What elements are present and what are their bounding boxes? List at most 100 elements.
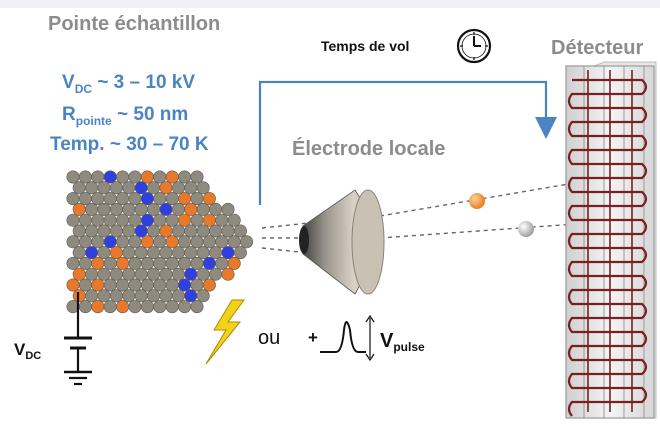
atom [97,224,111,238]
atom [85,202,99,216]
atom [134,202,148,216]
atom [78,213,92,227]
atom [103,192,117,206]
atom [221,202,235,216]
atom [116,213,130,227]
detector-title: Détecteur [551,37,644,59]
atom [147,224,161,238]
atom [116,170,130,184]
atom [116,300,130,314]
ion-orange [469,193,485,209]
atom [66,256,80,270]
atom [215,235,229,249]
atom [116,278,130,292]
atom [103,170,117,184]
atom [140,213,154,227]
atom [109,267,123,281]
atom [190,235,204,249]
atom [91,235,105,249]
vdc-range: VDC ~ 3 – 10 kV [62,72,195,96]
atom [72,267,86,281]
atom [178,235,192,249]
atom [159,202,173,216]
atom [134,181,148,195]
atom [171,289,185,303]
vdc-supply-label: VDC [14,340,41,362]
atom [184,181,198,195]
atom [233,224,247,238]
atom [227,235,241,249]
atom [227,256,241,270]
atom [221,224,235,238]
atom [140,256,154,270]
atom [165,192,179,206]
atom [178,170,192,184]
atom [72,289,86,303]
atom [184,267,198,281]
atom [128,278,142,292]
vdc-supply-symbol: V [14,340,26,359]
atom [85,267,99,281]
atom [128,235,142,249]
atom [153,235,167,249]
atom [159,224,173,238]
atom [221,246,235,260]
atom [97,202,111,216]
atom [153,192,167,206]
atom [109,202,123,216]
time-of-flight-path [258,80,557,205]
atom [190,213,204,227]
atom [171,181,185,195]
radius-symbol: R [62,104,76,125]
atom [147,267,161,281]
atom [153,256,167,270]
atom [66,278,80,292]
atom [147,181,161,195]
atom [202,192,216,206]
atom [240,235,254,249]
atom [178,300,192,314]
atom [178,256,192,270]
atom [190,300,204,314]
atom [190,278,204,292]
sample-tip-title: Pointe échantillon [48,13,221,35]
atom [128,170,142,184]
atom [159,181,173,195]
atom [91,256,105,270]
atom [78,170,92,184]
atom [97,246,111,260]
atom [202,213,216,227]
atom [227,213,241,227]
atom [103,300,117,314]
atom [72,202,86,216]
atom [165,235,179,249]
atom [140,192,154,206]
atom [91,170,105,184]
atom [122,289,136,303]
atom [122,202,136,216]
atom [171,246,185,260]
atom [215,213,229,227]
atom [109,224,123,238]
atom [134,224,148,238]
sample-tip-atoms [66,170,254,314]
atom [165,256,179,270]
atom [147,246,161,260]
atom [109,289,123,303]
atom [178,278,192,292]
atom [85,224,99,238]
atom [184,224,198,238]
atom [97,267,111,281]
atom [209,202,223,216]
atom [171,202,185,216]
atom [159,246,173,260]
atom [122,224,136,238]
atom [171,267,185,281]
atom [78,192,92,206]
atom [190,256,204,270]
vpulse-symbol: V [380,330,394,352]
vdc-subscript: DC [74,82,93,96]
atom [128,213,142,227]
atom [66,170,80,184]
